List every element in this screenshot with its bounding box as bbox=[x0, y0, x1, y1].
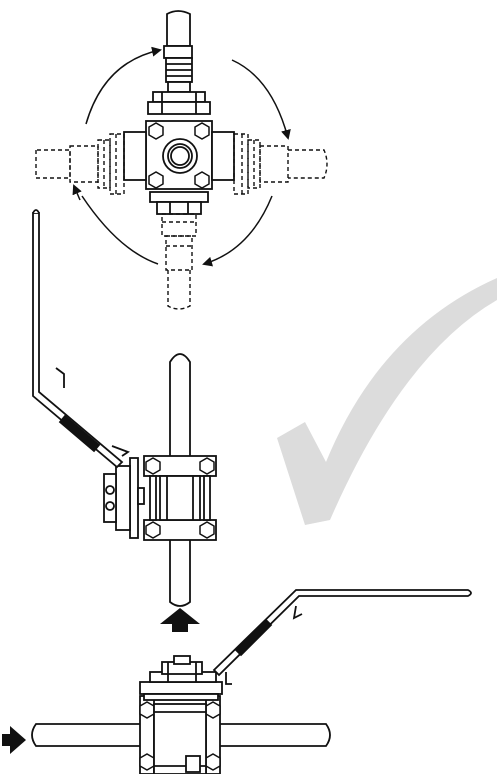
curved-arrow-icon bbox=[81, 195, 159, 265]
valve-side-view-horizontal bbox=[31, 589, 472, 774]
top-pipe-nut bbox=[163, 45, 193, 59]
rotation-arrows bbox=[72, 46, 291, 267]
checkmark-icon bbox=[277, 278, 497, 525]
top-flange bbox=[152, 91, 206, 103]
curved-arrow-icon bbox=[85, 46, 162, 125]
alternate-positions-dashed bbox=[35, 133, 328, 310]
flow-arrow-icon bbox=[160, 608, 200, 632]
flow-arrow-icon bbox=[2, 726, 26, 754]
vertical-pipe-top bbox=[169, 353, 191, 461]
top-pipe-stub bbox=[166, 10, 191, 47]
horizontal-pipe-left bbox=[31, 723, 151, 747]
vertical-pipe-bottom bbox=[169, 529, 191, 607]
valve-side-view-vertical bbox=[32, 209, 217, 607]
curved-arrow-icon bbox=[202, 195, 273, 267]
vertical-valve-body bbox=[159, 475, 201, 521]
valve-top-view bbox=[123, 10, 235, 215]
horizontal-pipe-right bbox=[209, 723, 331, 747]
handle-grip-horizontal bbox=[212, 589, 472, 677]
horizontal-valve-body bbox=[153, 703, 207, 774]
curved-arrow-icon bbox=[231, 59, 291, 140]
